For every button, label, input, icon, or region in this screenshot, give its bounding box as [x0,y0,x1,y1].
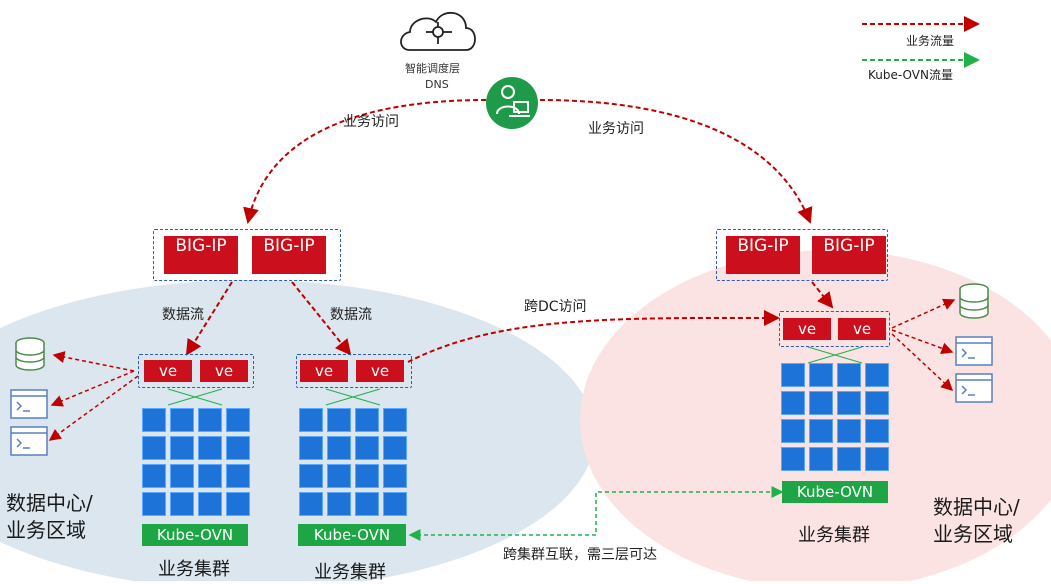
ve-grid-links-3 [807,346,863,364]
cluster-label-2: 业务集群 [314,562,386,583]
dc-right-line1: 数据中心/ [933,495,1020,519]
access-right-label: 业务访问 [588,121,644,137]
node-grid-1 [142,408,250,516]
ve-3b: ve [838,318,886,340]
access-left-label: 业务访问 [343,114,399,130]
dns-title: 智能调度层 [405,62,460,75]
dc-right-label: 数据中心/ 业务区域 [933,494,1020,548]
dc-left-line1: 数据中心/ [6,491,93,515]
dc-left-label: 数据中心/ 业务区域 [6,490,93,544]
ve-group-1 [138,354,254,388]
ve-1b: ve [200,360,248,382]
kube-ovn-1: Kube-OVN [142,524,248,546]
dc-right-line2: 业务区域 [933,522,1013,546]
access-right-arrow [539,99,813,224]
kube-ovn-3: Kube-OVN [782,481,888,503]
right-console1-arrow [891,329,954,355]
cluster-label-1: 业务集群 [158,559,230,580]
ve-group-3 [779,311,890,347]
dataflow-1-arrow [185,281,233,356]
bigip-left-2: BIG-IP [252,236,326,274]
ve-3a: ve [783,318,831,340]
ve-2a: ve [300,360,348,382]
bigip-right-2: BIG-IP [812,236,886,274]
bigip-left-1: BIG-IP [164,236,238,274]
storage-icon-right [959,283,989,319]
left-console1-arrow [50,370,135,407]
bigip-group-left [153,229,341,281]
ve-grid-links-2 [325,388,381,406]
legend-business-label: 业务流量 [906,34,955,48]
console-icon-right-2 [955,373,993,403]
storage-icon-left [15,337,45,371]
dataflow-1-label: 数据流 [162,307,204,323]
console-icon-left-2 [10,426,48,456]
ve-group-2 [296,354,412,388]
dc-left-line2: 业务区域 [6,518,86,542]
cross-dc-arrow [407,309,780,363]
bigip-group-right [716,229,888,281]
user-icon [486,77,538,129]
cluster-label-3: 业务集群 [798,525,870,546]
access-left-arrow [243,99,487,224]
cloud-icon [400,12,476,51]
node-grid-3 [781,363,889,471]
cross-cluster-arrow [408,486,784,541]
kube-ovn-2: Kube-OVN [298,524,406,546]
right-storage-arrow [891,298,956,329]
cross-cluster-label: 跨集群互联，需三层可达 [503,547,657,563]
dataflow-2-label: 数据流 [330,307,372,323]
node-grid-2 [299,408,407,516]
console-icon-left-1 [10,389,48,419]
ve-grid-links-1 [167,388,223,406]
console-icon-right-1 [955,336,993,366]
cross-dc-label: 跨DC访问 [524,299,587,315]
ve-1a: ve [144,360,192,382]
dns-subtitle: DNS [425,78,449,91]
legend-kube-label: Kube-OVN流量 [868,68,953,82]
ve-2b: ve [356,360,404,382]
bigip-right-1: BIG-IP [726,236,800,274]
dataflow-right-arrow [811,281,834,309]
